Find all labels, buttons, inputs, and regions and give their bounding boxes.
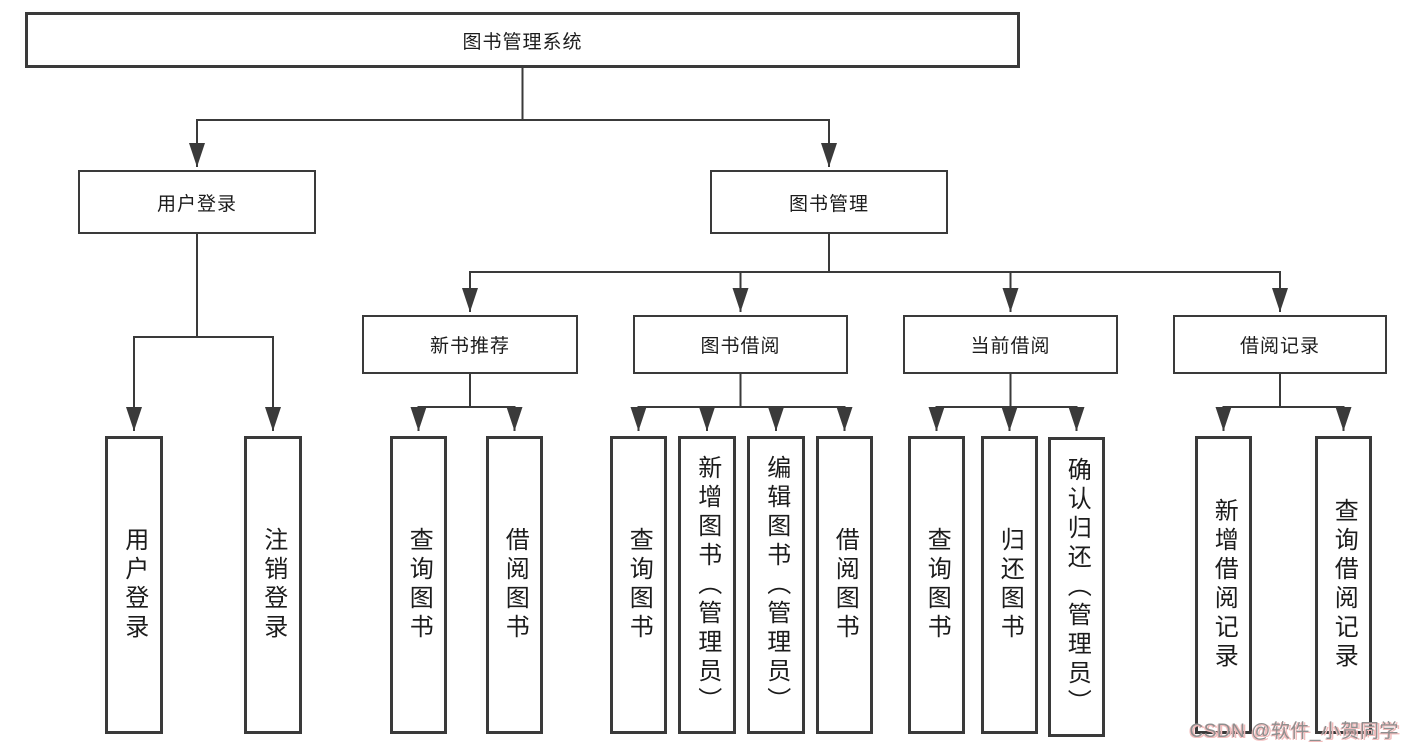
- node-label: 图书管理: [788, 193, 869, 215]
- node-label: 编辑图书（管理员）: [762, 454, 790, 716]
- node-current-borrowing: 当前借阅: [903, 315, 1118, 374]
- leaf-borrow-books: 借阅图书: [816, 436, 873, 734]
- node-label: 借阅记录: [1239, 336, 1320, 357]
- node-label: 查询借阅记录: [1330, 498, 1358, 672]
- leaf-add-book-admin: 新增图书（管理员）: [678, 436, 736, 734]
- leaf-query-books: 查询图书: [390, 436, 447, 734]
- csdn-watermark: CSDN @软件_小贺同学: [1189, 721, 1399, 742]
- leaf-logout: 注销登录: [244, 436, 302, 734]
- node-label: 新增图书（管理员）: [693, 454, 721, 716]
- node-label: 查询图书: [923, 527, 951, 643]
- node-label: 查询图书: [405, 527, 433, 643]
- node-label: 注销登录: [259, 527, 287, 643]
- leaf-user-login: 用户登录: [105, 436, 163, 734]
- node-label: 借阅图书: [831, 527, 859, 643]
- leaf-borrow-books: 借阅图书: [486, 436, 543, 734]
- leaf-query-books: 查询图书: [908, 436, 965, 734]
- leaf-query-borrow-record: 查询借阅记录: [1315, 436, 1372, 734]
- leaf-query-books: 查询图书: [610, 436, 667, 734]
- leaf-confirm-return-admin: 确认归还（管理员）: [1048, 437, 1105, 737]
- node-label: 借阅图书: [501, 527, 529, 643]
- node-system-root: 图书管理系统: [25, 12, 1020, 68]
- node-label: 用户登录: [120, 527, 148, 643]
- node-label: 当前借阅: [970, 336, 1051, 357]
- node-label: 确认归还（管理员）: [1063, 456, 1091, 718]
- node-label: 用户登录: [156, 193, 237, 215]
- leaf-return-books: 归还图书: [981, 436, 1038, 734]
- node-borrowing-records: 借阅记录: [1173, 315, 1387, 374]
- node-label: 图书管理系统: [462, 31, 583, 53]
- node-label: 新增借阅记录: [1210, 498, 1238, 672]
- leaf-edit-book-admin: 编辑图书（管理员）: [747, 436, 805, 734]
- node-label: 归还图书: [996, 527, 1024, 643]
- node-book-management: 图书管理: [710, 170, 948, 234]
- node-book-borrowing: 图书借阅: [633, 315, 848, 374]
- node-label: 图书借阅: [700, 336, 781, 357]
- leaf-add-borrow-record: 新增借阅记录: [1195, 436, 1252, 734]
- node-new-book-recommend: 新书推荐: [362, 315, 578, 374]
- node-label: 新书推荐: [429, 336, 510, 357]
- node-label: 查询图书: [625, 527, 653, 643]
- node-user-login: 用户登录: [78, 170, 316, 234]
